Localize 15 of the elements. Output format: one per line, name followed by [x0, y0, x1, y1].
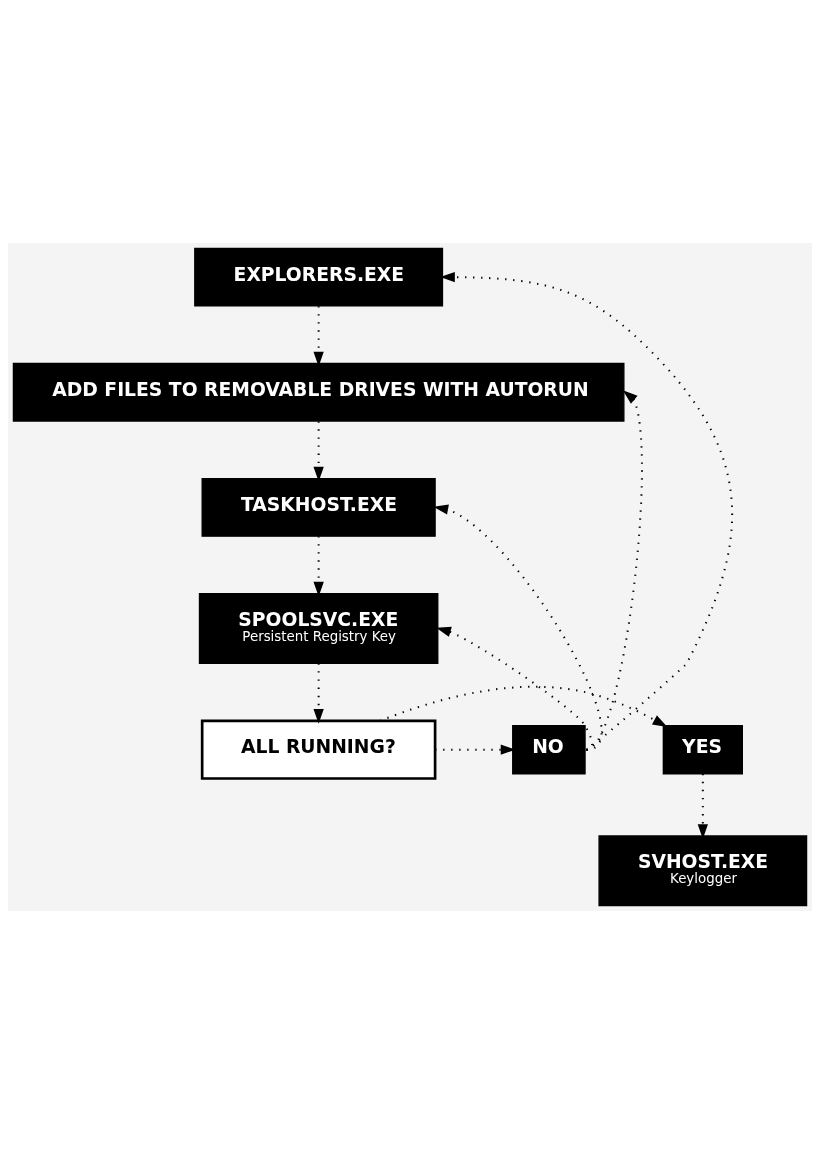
- node-box: ADD FILES TO REMOVABLE DRIVES WITH AUTORUN: [12, 362, 625, 422]
- node-box: NO: [512, 724, 586, 775]
- arrow: [313, 663, 324, 724]
- node-box: SVHOST.EXE Keylogger: [598, 835, 808, 907]
- arrow: [440, 272, 733, 751]
- arrow: [435, 744, 516, 755]
- node-box: SPOOLSVC.EXE Persistent Registry Key: [198, 593, 439, 664]
- node-box: YES: [662, 724, 743, 775]
- arrow: [433, 504, 603, 751]
- node-box: ALL RUNNING?: [200, 719, 437, 780]
- node-box: EXPLORERS.EXE: [194, 247, 444, 307]
- arrow: [436, 626, 594, 751]
- node-box: TASKHOST.EXE: [201, 477, 436, 537]
- arrow: [379, 685, 668, 727]
- arrow: [697, 773, 708, 839]
